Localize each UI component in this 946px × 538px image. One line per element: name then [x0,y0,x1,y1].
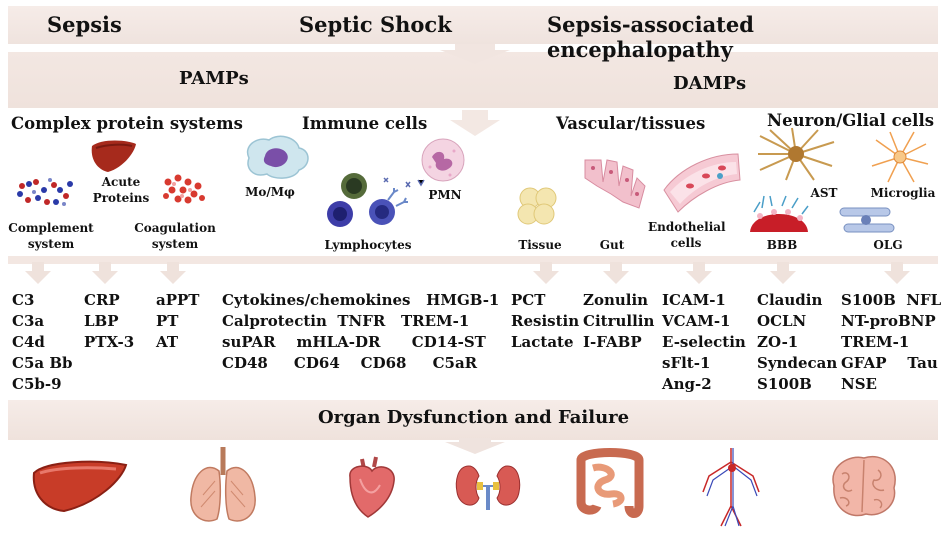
label-microglia: Microglia [870,186,936,200]
microglia-icon [871,131,929,183]
markers-neuron-1: Claudin OCLN ZO-1 Syndecan S100B [757,291,838,393]
label-acute: Acute Proteins [92,175,150,205]
arrow-down-icon [92,262,118,284]
label-complement: Complement system [8,221,94,251]
oligodendrocyte-icon [839,207,895,233]
coagulation-icon [163,174,205,204]
kidneys-icon [455,465,521,510]
pamps-label: PAMPs [179,68,249,89]
organ-band [8,400,938,440]
label-tissue: Tissue [518,238,562,252]
header-sae: Sepsis-associated encephalopathy [547,12,754,62]
arrow-down-icon [25,262,51,284]
brain-icon [832,455,896,517]
section-immune: Immune cells [302,114,428,133]
arrow-down-icon [533,262,559,284]
markers-gut: Zonulin Citrullin I-FABP [583,291,655,351]
markers-tissue: PCT Resistin Lactate [511,291,580,351]
markers-immune: Cytokines/chemokines HMGB-1 Calprotectin… [222,291,500,372]
tissue-icon [517,187,557,225]
label-coagulation: Coagulation system [134,221,216,251]
label-endo: Endothelial cells [648,220,726,250]
macrophage-icon [246,135,309,179]
endothelial-icon [663,153,741,213]
header-band [8,6,938,44]
label-olg: OLG [873,238,903,252]
arrow-down-icon [686,262,712,284]
label-lymph: Lymphocytes [324,238,412,252]
organ-title: Organ Dysfunction and Failure [318,407,630,428]
section-complex: Complex protein systems [11,114,243,133]
markers-endothelial: ICAM-1 VCAM-1 E-selectin sFlt-1 Ang-2 [662,291,746,393]
arrow-down-icon [160,262,186,284]
intestine-icon [576,448,644,518]
lungs-icon [190,447,256,522]
liver-small-icon [91,140,136,172]
heart-icon [349,456,395,518]
arrow-down-icon [450,110,500,136]
lymphocytes-icon [327,173,425,227]
complement-icon [17,178,73,206]
arrow-down-icon [440,44,510,64]
markers-neuron-2: S100B NFL NT-proBNP TREM-1 GFAP Tau NSE [841,291,942,393]
arrow-down-icon [445,438,505,454]
label-ast: AST [810,186,838,200]
markers-complement: C3 C3a C4d C5a Bb C5b-9 [12,291,73,393]
markers-acute: CRP LBP PTX-3 [84,291,135,351]
vessels-icon [702,448,760,527]
liver-icon [32,460,128,513]
arrow-down-icon [603,262,629,284]
label-pmn: PMN [428,188,462,202]
gut-icon [584,159,646,209]
section-vascular: Vascular/tissues [556,114,706,133]
pmn-icon [421,138,465,182]
header-septic-shock: Septic Shock [299,12,452,37]
arrow-down-icon [884,262,910,284]
divider-band [8,256,938,264]
astrocyte-icon [758,127,835,181]
markers-coagulation: aPPT PT AT [156,291,200,351]
label-gut: Gut [599,238,625,252]
arrow-down-icon [770,262,796,284]
bbb-icon [750,195,809,232]
label-mo: Mo/Mφ [245,185,295,199]
label-bbb: BBB [766,238,798,252]
damps-label: DAMPs [673,73,747,94]
header-sepsis: Sepsis [47,12,122,37]
section-neuron: Neuron/Glial cells [767,111,934,130]
